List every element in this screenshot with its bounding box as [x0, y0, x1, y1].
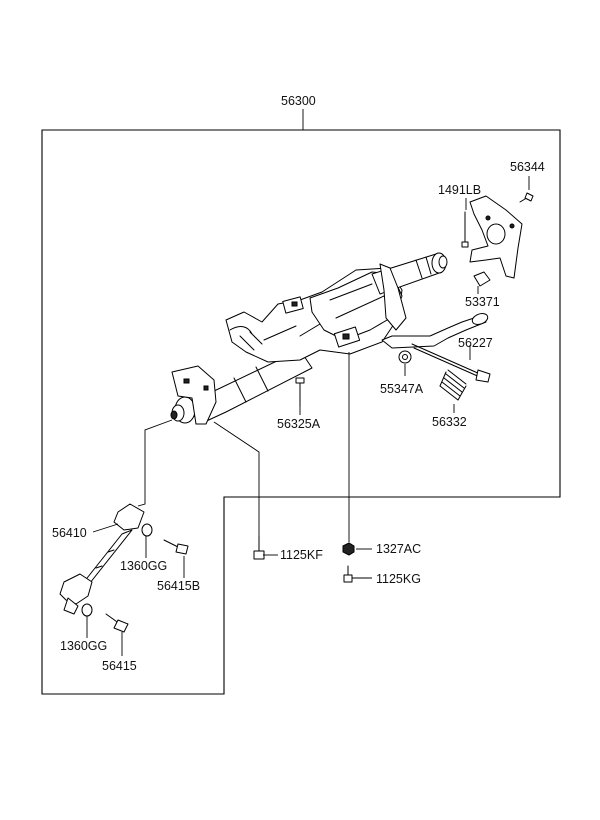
bolt-56415	[105, 613, 129, 633]
bracket-plate	[469, 195, 523, 279]
label-1125KG: 1125KG	[376, 572, 421, 586]
label-56325A: 56325A	[277, 417, 321, 431]
nut-1360GG-b	[81, 603, 93, 617]
steering-column	[170, 252, 489, 425]
nut-1327AC	[342, 542, 355, 556]
label-56344: 56344	[510, 160, 545, 174]
leader-lines	[86, 176, 530, 656]
washer-55347A	[398, 350, 412, 364]
label-1360GG-a: 1360GG	[120, 559, 167, 573]
label-56227: 56227	[458, 336, 493, 350]
label-1327AC: 1327AC	[376, 542, 421, 556]
spring-56332	[439, 369, 467, 401]
nut-53371	[473, 271, 491, 287]
label-56332: 56332	[432, 415, 467, 429]
label-55347A: 55347A	[380, 382, 424, 396]
nut-1360GG-a	[141, 523, 153, 537]
label-1125KF: 1125KF	[280, 548, 323, 562]
label-56410: 56410	[52, 526, 87, 540]
label-56415: 56415	[102, 659, 137, 673]
bolt-56344	[519, 192, 534, 203]
bolt-1125KG	[343, 565, 353, 583]
label-1491LB: 1491LB	[438, 183, 481, 197]
bolt-56325A	[295, 377, 305, 407]
label-1360GG-b: 1360GG	[60, 639, 107, 653]
bolt-56227	[411, 343, 491, 383]
assembly-frame	[41, 129, 561, 695]
label-56300: 56300	[281, 94, 316, 108]
pin-1491LB	[461, 211, 469, 248]
label-53371: 53371	[465, 295, 500, 309]
intermediate-shaft	[59, 503, 145, 615]
bolt-1125KF	[253, 535, 265, 560]
bolt-56415B	[163, 539, 189, 555]
label-56415B: 56415B	[157, 579, 200, 593]
